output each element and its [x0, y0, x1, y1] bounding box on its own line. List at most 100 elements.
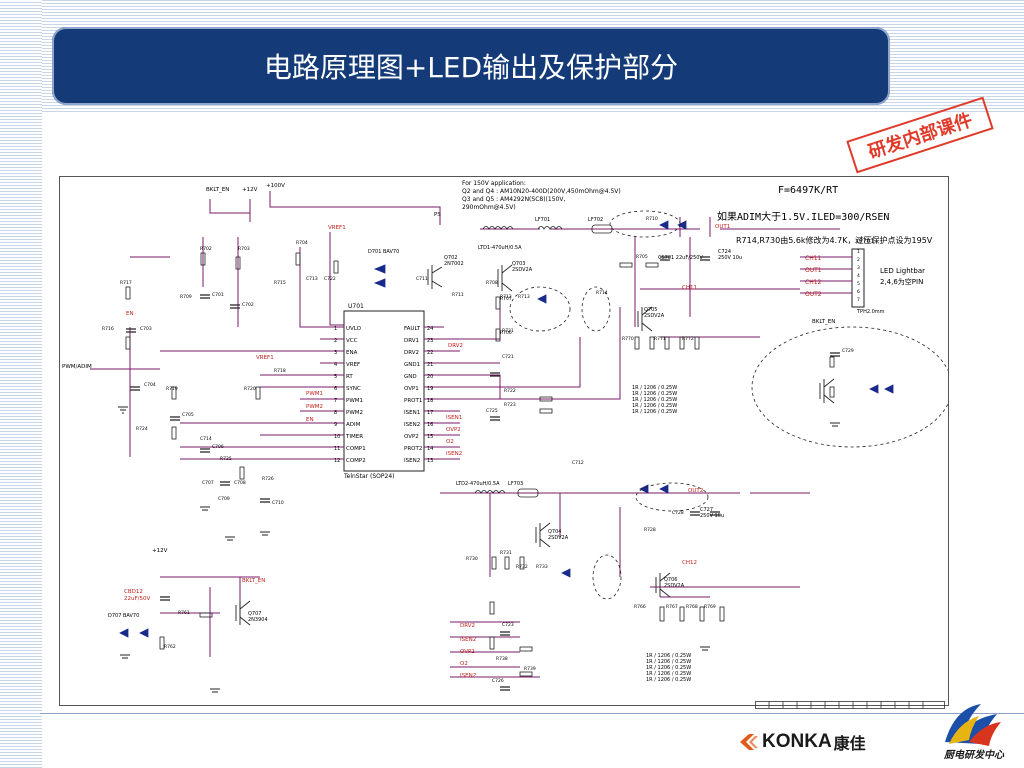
resistor-note-line: 1R / 1206 / 0.25W: [646, 677, 692, 683]
dept-logo-icon: [945, 704, 1001, 746]
connector-pin-number: 5: [857, 282, 860, 287]
ic-pin: RT: [346, 374, 353, 380]
resistor-ref: R716: [102, 327, 114, 332]
component-part: 2SDV2A: [548, 535, 569, 541]
resistor-ref: R768: [686, 605, 698, 610]
net-label: ISEN2: [460, 673, 477, 679]
net-label: EN: [126, 311, 134, 317]
resistor-ref: R766: [634, 605, 646, 610]
ic-pin-number: 5: [334, 374, 338, 380]
capacitor-ref: C714: [200, 437, 212, 442]
ic-pin: DRV2: [404, 350, 420, 356]
resistor-ref: R724: [136, 427, 148, 432]
connector-pin-net: CH12: [805, 279, 822, 286]
ic-pin: PROT2: [404, 446, 423, 452]
capacitor-ref: C703: [140, 327, 152, 332]
component-ref: Q705: [644, 307, 658, 313]
ic-pin-number: 17: [427, 410, 434, 416]
ovp-note: R714,R730由5.6k修改为4.7K，过压保护点设为195V: [736, 236, 933, 245]
resistor-ref: R703: [238, 247, 250, 252]
konka-brand-cn: 康佳: [833, 734, 866, 753]
resistor-ref: R723: [504, 403, 516, 408]
ic-pin: PWM2: [346, 410, 363, 416]
resistor-ref: R761: [178, 611, 190, 616]
capacitor-ref: C707: [202, 481, 214, 486]
ic-part: TelnStar (SOP24): [344, 473, 395, 480]
net-label: BKLT_EN: [206, 187, 230, 193]
net-label: BKLT_EN: [812, 319, 836, 325]
ic-pin-number: 10: [334, 434, 341, 440]
resistor-note-line: 1R / 1206 / 0.25W: [632, 391, 678, 397]
component-part: 2N7002: [444, 261, 464, 267]
konka-mark-icon: [737, 731, 759, 753]
component-label: LF701: [535, 217, 551, 223]
resistor-ref: R711: [452, 293, 464, 298]
connector-pin-number: 3: [857, 266, 860, 271]
ic-right-pins: FAULT DRV1 DRV2 GND1 GND OVP1 PROT1 ISEN…: [404, 323, 422, 467]
connector-pin-numbers: 1 2 3 4 5 6 7: [857, 249, 860, 305]
resistor-ref: R726: [262, 477, 274, 482]
net-label: PWM1: [306, 391, 323, 397]
ic-pin: GND: [404, 374, 417, 380]
ic-left-pins: UVLO VCC ENA VREF RT SYNC PWM1 PWM2 ADIM…: [346, 323, 366, 467]
net-label: DRV2: [460, 623, 476, 629]
net-label: VREF1: [328, 225, 346, 231]
net-label: OUT2: [688, 488, 704, 494]
ic-pin-number: 7: [334, 398, 338, 404]
connector-ref: XP701: [855, 238, 875, 245]
component-label: LF702: [588, 217, 604, 223]
connector-footer: TPH2.0mm: [857, 309, 885, 315]
application-note-line: 290mOhm@4.5V): [462, 204, 516, 211]
freq-formula: F=6497K/RT: [778, 185, 839, 196]
ic-pin-number: 19: [427, 386, 434, 392]
slide-title: 电路原理图+LED输出及保护部分: [263, 51, 679, 84]
application-note-line: For 150V application:: [462, 180, 526, 187]
resistor-note-line: 1R / 1206 / 0.25W: [646, 665, 692, 671]
component-ref: Q706: [664, 577, 678, 583]
ic-pin: VREF: [346, 362, 361, 368]
ic-pin-number: 14: [427, 446, 434, 452]
title-block-table: [755, 694, 945, 709]
resistor-ref: R769: [704, 605, 716, 610]
resistor-note-line: 1R / 1206 / 0.25W: [646, 653, 692, 659]
resistor-note-line: 1R / 1206 / 0.25W: [632, 409, 678, 415]
ic-pin: PWM1: [346, 398, 363, 404]
ic-pin: FAULT: [404, 326, 421, 332]
net-label: ISEN2: [460, 637, 477, 643]
connector-pin-net: OUT1: [805, 267, 822, 274]
component-label: Q707 2N3904: [248, 611, 268, 623]
ic-pin-number: 24: [427, 326, 434, 332]
component-part: 2SDV2A: [512, 267, 533, 273]
component-label: LTD1-470uH/0.5A: [478, 245, 522, 251]
ic-pin: SYNC: [346, 386, 361, 392]
dept-name: 厨电研发中心: [944, 750, 1004, 761]
resistor-ref: R722: [504, 389, 516, 394]
resistor-ref: R767: [666, 605, 678, 610]
capacitor-ref: C709: [218, 497, 230, 502]
resistor-ref: R738: [496, 657, 508, 662]
ic-pin-number: 12: [334, 458, 341, 464]
connector-notes: LED Lightbar 2,4,6为空PIN: [880, 266, 925, 288]
net-label: +100V: [266, 183, 285, 189]
capacitor-ref: C705: [182, 413, 194, 418]
component-value: 250V 10u: [700, 513, 725, 519]
component-part: 2SDV2A: [644, 313, 665, 319]
resistor-ref: R728: [644, 528, 656, 533]
capacitor-ref: C729: [842, 349, 854, 354]
resistor-ref: R731: [500, 551, 512, 556]
ic-pin: ISEN1: [404, 410, 421, 416]
ic-pin-number: 6: [334, 386, 338, 392]
ic-pin: OVP2: [404, 434, 419, 440]
ic-pin-number: 23: [427, 338, 434, 344]
resistor-ref: R713: [518, 295, 530, 300]
ic-pin: ENA: [346, 350, 358, 356]
iled-formula: 如果ADIM大于1.5V.ILED=300/RSEN: [717, 212, 890, 223]
resistor-ref: R709: [180, 295, 192, 300]
resistor-note-line: 1R / 1206 / 0.25W: [646, 659, 692, 665]
ic-pin: ADIM: [346, 422, 361, 428]
resistor-ref: R704: [296, 241, 308, 246]
resistor-ref: R725: [220, 457, 232, 462]
title-block-grid: [755, 701, 945, 709]
ic-pin: DRV1: [404, 338, 420, 344]
connector-pin-number: 1: [857, 250, 860, 255]
